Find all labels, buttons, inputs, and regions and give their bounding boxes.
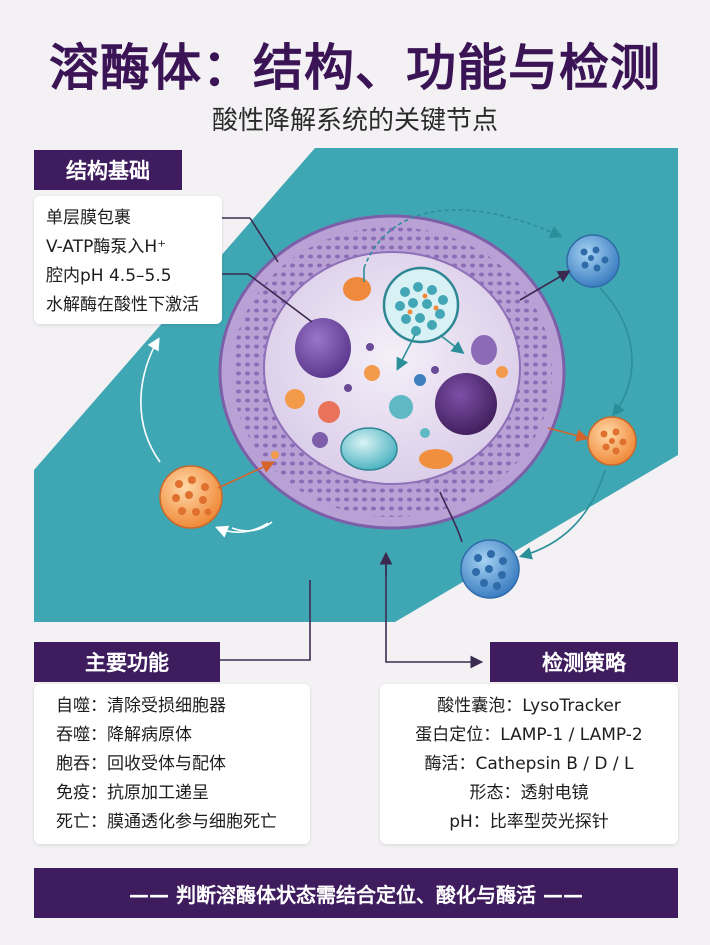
function-item: 死亡：膜通透化参与细胞死亡	[56, 812, 277, 832]
arrow-to-detection	[385, 560, 484, 669]
function-item: 免疫：抗原加工递呈	[56, 783, 209, 803]
detection-item: 酶活：Cathepsin B / D / L	[424, 754, 634, 774]
detection-item: 酸性囊泡：LysoTracker	[437, 696, 621, 716]
page-title: 溶酶体：结构、功能与检测	[49, 39, 661, 97]
function-item: 自噬：清除受损细胞器	[56, 696, 226, 716]
functions-box: 自噬：清除受损细胞器 吞噬：降解病原体 胞吞：回收受体与配体 免疫：抗原加工递呈…	[34, 684, 310, 844]
function-item: 吞噬：降解病原体	[56, 725, 192, 745]
blue-particle-bottom	[460, 539, 520, 599]
purple-vesicle-left	[295, 318, 351, 378]
small-purple-vesicle	[471, 335, 497, 365]
structure-heading: 结构基础	[34, 150, 182, 190]
structure-item: 水解酶在酸性下激活	[46, 295, 199, 315]
structure-box: 单层膜包裹 V-ATP酶泵入H⁺ 腔内pH 4.5–5.5 水解酶在酸性下激活	[34, 196, 222, 324]
teal-cargo-cluster	[382, 266, 460, 344]
arrow-blue-particle	[519, 270, 571, 301]
page-subtitle: 酸性降解系统的关键节点	[211, 106, 498, 136]
dark-purple-vesicle	[435, 373, 497, 435]
footer-banner: —— 判断溶酶体状态需结合定位、酸化与酶活 ——	[34, 868, 678, 918]
functions-heading: 主要功能	[34, 642, 220, 682]
structure-item: V-ATP酶泵入H⁺	[46, 237, 167, 257]
detection-item: pH：比率型荧光探针	[449, 812, 609, 832]
orange-particle-right	[587, 416, 637, 466]
detection-heading: 检测策略	[490, 642, 678, 682]
detection-box: 酸性囊泡：LysoTracker 蛋白定位：LAMP-1 / LAMP-2 酶活…	[380, 684, 678, 844]
structure-item: 单层膜包裹	[46, 208, 131, 228]
teal-vesicle	[340, 427, 398, 471]
detection-item: 形态：透射电镜	[469, 783, 589, 803]
function-item: 胞吞：回收受体与配体	[56, 754, 226, 774]
orange-vesicle-membrane	[343, 277, 371, 301]
structure-item: 腔内pH 4.5–5.5	[46, 266, 172, 286]
blue-particle-top-right	[566, 234, 620, 288]
detection-item: 蛋白定位：LAMP-1 / LAMP-2	[415, 725, 643, 745]
arrow-to-functions	[206, 580, 311, 667]
orange-particle-left	[159, 465, 223, 529]
